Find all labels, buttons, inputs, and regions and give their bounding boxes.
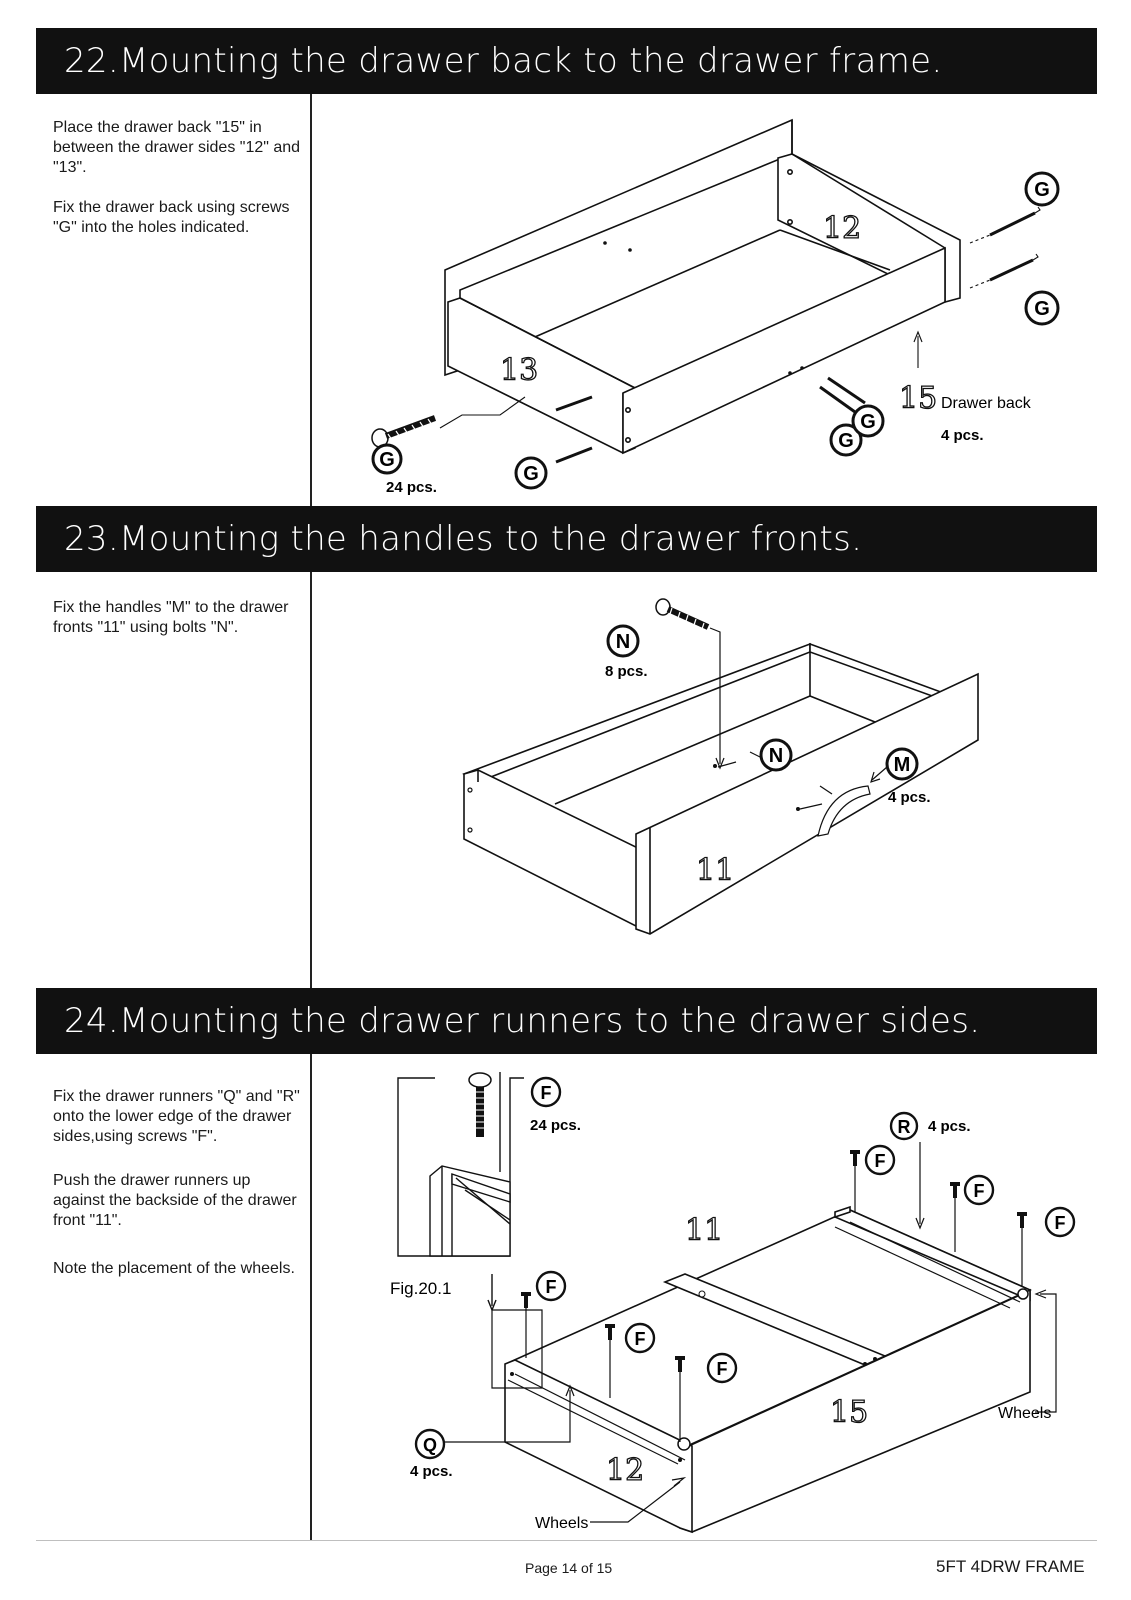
wheels-label: Wheels xyxy=(535,1515,588,1532)
step-24-diagram: Fig.20.1 xyxy=(390,1072,1076,1534)
svg-text:N: N xyxy=(769,745,783,767)
svg-text:F: F xyxy=(1055,1213,1066,1233)
step-22-title: 22.Mounting the drawer back to the drawe… xyxy=(64,41,943,81)
handle-quantity: 4 pcs. xyxy=(888,789,931,806)
svg-text:G: G xyxy=(860,411,876,433)
step-24-instructions: Fix the drawer runners "Q" and "R" onto … xyxy=(53,1087,303,1299)
screw-f-icon xyxy=(468,1072,492,1137)
part-label-12: 12 xyxy=(606,1453,644,1488)
svg-text:F: F xyxy=(541,1083,552,1103)
svg-text:F: F xyxy=(546,1277,557,1297)
screw-f-icon xyxy=(521,1150,1027,1372)
runner-q-quantity: 4 pcs. xyxy=(410,1463,453,1480)
step-22-diagram: 12 13 15 G G G G G G 24 pcs. Drawer back… xyxy=(371,118,1060,496)
step-24-header: 24.Mounting the drawer runners to the dr… xyxy=(36,988,1097,1054)
screw-quantity: 24 pcs. xyxy=(530,1117,581,1134)
page-number: Page 14 of 15 xyxy=(525,1560,613,1576)
svg-text:Q: Q xyxy=(423,1435,437,1455)
part-label-12: 12 xyxy=(823,211,861,246)
part-label-15: 15 xyxy=(830,1395,868,1430)
part-label-15: 15 xyxy=(899,381,937,416)
step-23-header: 23.Mounting the handles to the drawer fr… xyxy=(36,506,1097,572)
svg-text:G: G xyxy=(379,449,395,471)
svg-text:F: F xyxy=(974,1181,985,1201)
svg-text:G: G xyxy=(1034,179,1050,201)
instruction-text: Note the placement of the wheels. xyxy=(53,1260,295,1277)
part-label-11: 11 xyxy=(696,853,734,888)
bolt-quantity: 8 pcs. xyxy=(605,663,648,680)
column-divider xyxy=(310,572,312,988)
runner-r-quantity: 4 pcs. xyxy=(928,1118,971,1135)
letter-badge-icon: N N M xyxy=(606,624,919,781)
part-label-11: 11 xyxy=(685,1213,723,1248)
svg-text:R: R xyxy=(898,1117,911,1137)
instruction-text: Push the drawer runners up against the b… xyxy=(53,1172,297,1229)
g-badge-icon: G G G G G G xyxy=(371,171,1060,490)
drawer-back-label: Drawer back xyxy=(941,395,1032,412)
svg-text:G: G xyxy=(1034,298,1050,320)
step-23-instructions: Fix the handles "M" to the drawer fronts… xyxy=(53,598,303,658)
svg-text:M: M xyxy=(894,754,911,776)
svg-text:G: G xyxy=(838,430,854,452)
drawer-back-quantity: 4 pcs. xyxy=(941,427,984,444)
column-divider xyxy=(310,94,312,506)
screw-quantity: 24 pcs. xyxy=(386,479,437,496)
footer-divider xyxy=(36,1540,1097,1541)
bolt-n-icon xyxy=(655,598,710,630)
step-22-header: 22.Mounting the drawer back to the drawe… xyxy=(36,28,1097,94)
svg-text:F: F xyxy=(717,1359,728,1379)
step-22-instructions: Place the drawer back "15" in between th… xyxy=(53,118,303,258)
svg-text:G: G xyxy=(523,463,539,485)
product-code: 5FT 4DRW FRAME xyxy=(936,1557,1085,1576)
step-24-title: 24.Mounting the drawer runners to the dr… xyxy=(64,1001,981,1041)
svg-text:N: N xyxy=(616,631,630,653)
step-23-title: 23.Mounting the handles to the drawer fr… xyxy=(64,519,863,559)
column-divider xyxy=(310,1054,312,1540)
instruction-text: Place the drawer back "15" in between th… xyxy=(53,119,301,176)
svg-text:F: F xyxy=(875,1151,886,1171)
part-label-13: 13 xyxy=(500,353,538,388)
instruction-text: Fix the drawer runners "Q" and "R" onto … xyxy=(53,1088,300,1145)
letter-badge-icon: F F F F R F F F Q xyxy=(414,1076,1076,1460)
instruction-text: Fix the drawer back using screws "G" int… xyxy=(53,199,290,236)
screw-g-icon xyxy=(371,415,437,448)
svg-text:F: F xyxy=(635,1329,646,1349)
wheels-label: Wheels xyxy=(998,1405,1051,1422)
instruction-text: Fix the handles "M" to the drawer fronts… xyxy=(53,599,289,636)
step-23-diagram: 11 N N M 8 pcs. 4 pcs. xyxy=(462,598,979,935)
figure-label: Fig.20.1 xyxy=(390,1279,451,1298)
